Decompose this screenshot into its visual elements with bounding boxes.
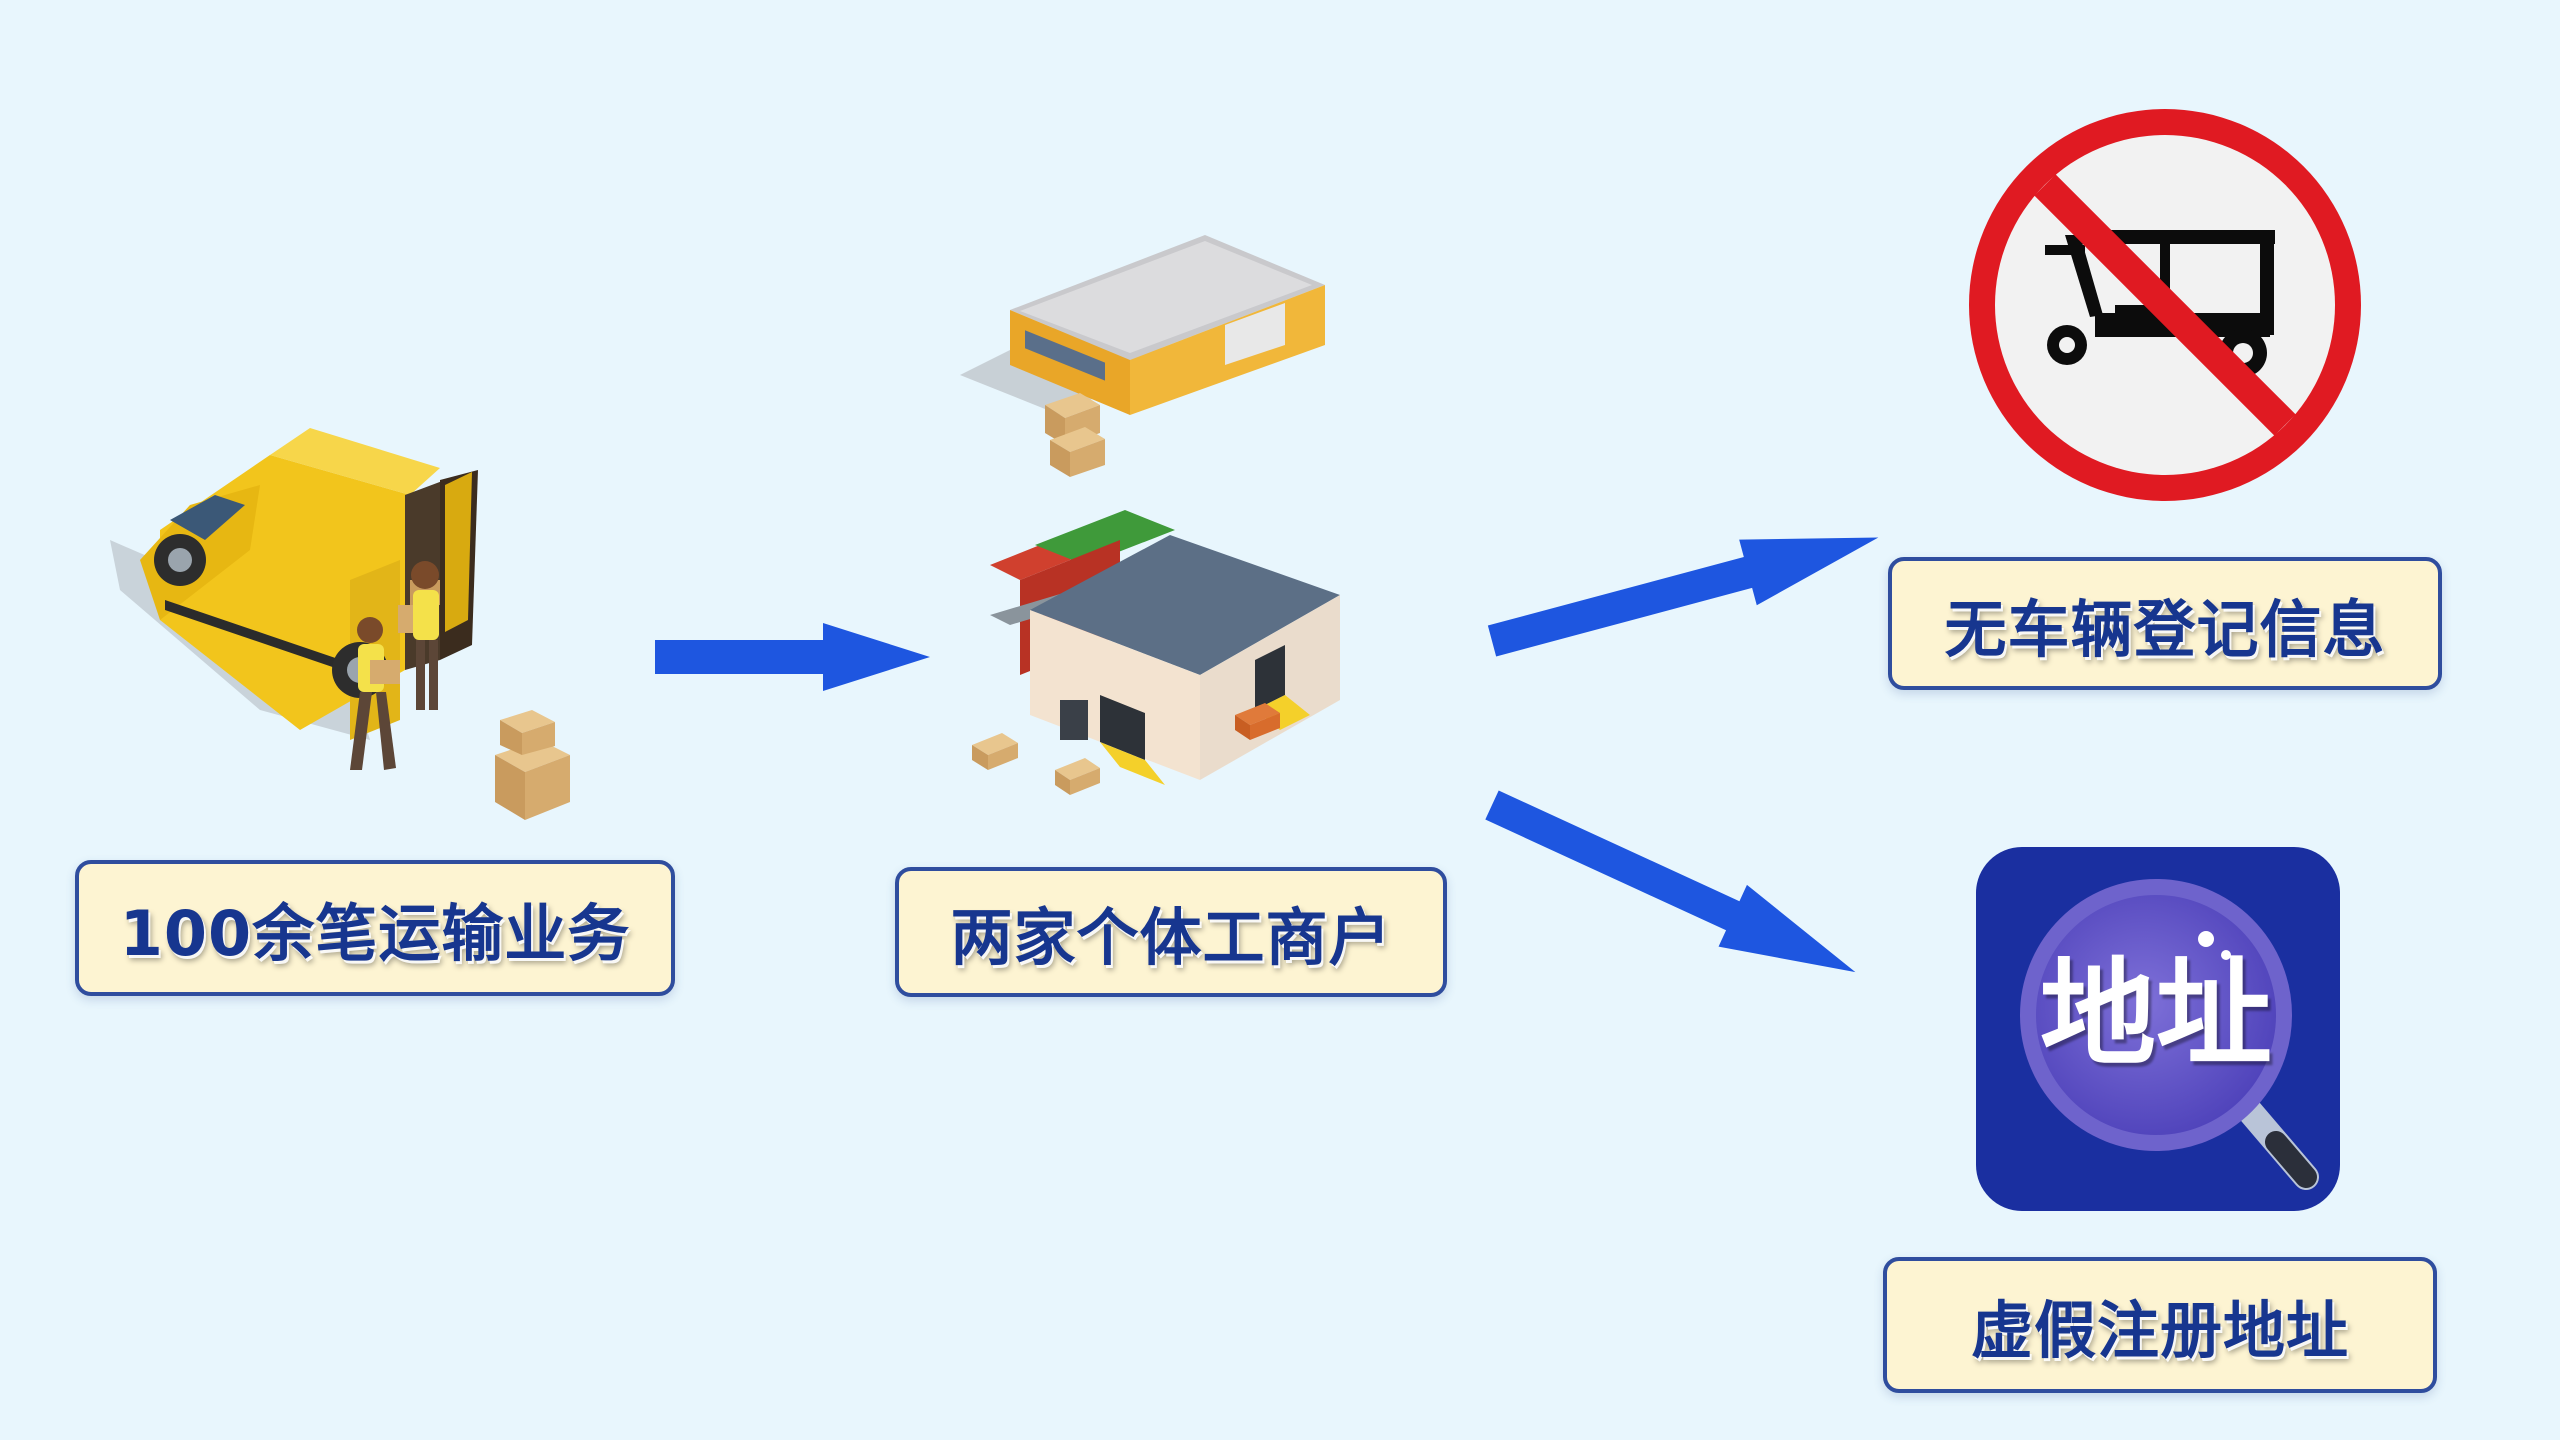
arrow-merchants-to-fake-address [1485,790,1856,973]
no-vehicle-sign-icon [1969,109,2361,501]
node-label-fake-address: 虚假注册地址 [1883,1257,2437,1393]
node-label-no-vehicle-text: 无车辆登记信息 [1944,592,2386,666]
node-label-merchants-text: 两家个体工商户 [950,901,1392,974]
arrow-transport-to-merchants [655,623,930,691]
no-vehicle-sign [1955,95,2375,515]
arrow-merchants-to-no-vehicle [1487,537,1879,657]
delivery-van-illustration [100,410,600,840]
warehouse-icon [960,235,1340,795]
delivery-van-icon [110,428,570,820]
node-label-fake-address-text: 虚假注册地址 [1970,1294,2349,1367]
node-label-transport-text: 100余笔运输业务 [119,897,631,970]
address-search-icon-text: 地址 [2040,947,2272,1082]
node-label-no-vehicle: 无车辆登记信息 [1888,557,2442,690]
warehouse-illustration [950,215,1350,815]
node-label-transport: 100余笔运输业务 [75,860,675,996]
address-search-app-icon: 地址 [1976,847,2340,1211]
node-label-merchants: 两家个体工商户 [895,867,1447,997]
